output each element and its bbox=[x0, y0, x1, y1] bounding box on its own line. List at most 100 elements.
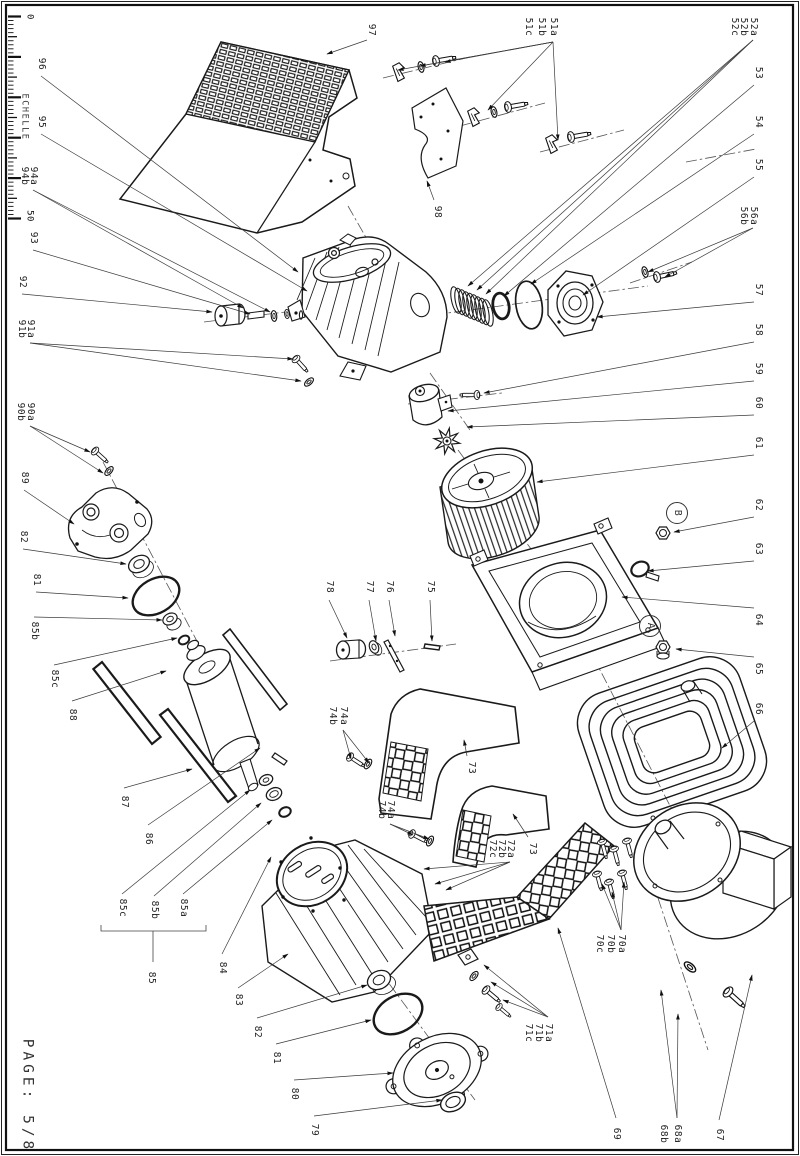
bar-76 bbox=[383, 639, 405, 673]
callout-54: 54 bbox=[752, 115, 764, 129]
fan-coupling-60 bbox=[431, 425, 463, 457]
callout-51b: 51b bbox=[535, 17, 547, 37]
callout-71a: 71a bbox=[542, 1023, 554, 1043]
callout-98: 98 bbox=[431, 205, 443, 219]
callout-68b: 68b bbox=[657, 1124, 669, 1144]
vanes-87 bbox=[91, 627, 289, 804]
callout-82: 82 bbox=[17, 530, 29, 544]
pin-75 bbox=[423, 643, 441, 651]
callout-73: 73 bbox=[465, 761, 477, 775]
view-marker-circle-A bbox=[639, 615, 661, 637]
callout-85b: 85b bbox=[28, 621, 40, 641]
callout-92: 92 bbox=[16, 275, 28, 289]
callout-64: 64 bbox=[752, 613, 764, 627]
callout-71c: 71c bbox=[522, 1023, 534, 1043]
callout-71b: 71b bbox=[532, 1023, 544, 1043]
roller-78 bbox=[335, 639, 367, 660]
cooling-coil-66 bbox=[576, 656, 768, 828]
callout-77: 77 bbox=[363, 580, 375, 594]
callout-67: 67 bbox=[713, 1128, 725, 1142]
callout-68a: 68a bbox=[671, 1124, 683, 1144]
callout-80: 80 bbox=[288, 1087, 300, 1101]
callout-85c: 85c bbox=[48, 669, 60, 689]
nut-65 bbox=[655, 640, 671, 660]
fan-housing-64 bbox=[469, 517, 667, 691]
callout-74a: 74a bbox=[337, 706, 349, 726]
scale-ruler bbox=[8, 15, 21, 220]
callout-53: 53 bbox=[752, 66, 764, 80]
callout-86: 86 bbox=[142, 832, 154, 846]
nut-62 bbox=[655, 526, 671, 540]
callout-75: 75 bbox=[424, 580, 436, 594]
callout-89: 89 bbox=[18, 471, 30, 485]
callout-52a: 52a bbox=[747, 17, 759, 37]
page-number: PAGE: 5/8 bbox=[19, 1038, 36, 1154]
callout-51a: 51a bbox=[547, 17, 559, 37]
piston-rings-52 bbox=[450, 286, 494, 327]
callout-72c: 72c bbox=[486, 839, 498, 859]
view-marker-A: A bbox=[645, 622, 656, 630]
callout-70b: 70b bbox=[604, 934, 616, 954]
blower-wheel-61 bbox=[439, 447, 540, 560]
callout-65: 65 bbox=[752, 662, 764, 676]
callout-83: 83 bbox=[232, 993, 244, 1007]
callout-90a: 90a bbox=[24, 402, 36, 422]
callout-85b: 85b bbox=[148, 900, 160, 920]
callout-95: 95 bbox=[35, 115, 47, 129]
callout-84: 84 bbox=[216, 961, 228, 975]
callout-85a: 85a bbox=[177, 898, 189, 918]
gasket-plate-98 bbox=[411, 87, 464, 179]
screws-71 bbox=[457, 948, 514, 1021]
callout-59: 59 bbox=[752, 362, 764, 376]
scale-title: ECHELLE bbox=[19, 93, 30, 141]
callout-78: 78 bbox=[323, 580, 335, 594]
callout-87: 87 bbox=[118, 795, 130, 809]
rotor-88 bbox=[183, 639, 260, 792]
callout-56a: 56a bbox=[747, 206, 759, 226]
cover-73-2 bbox=[452, 785, 550, 868]
callout-94b: 94b bbox=[18, 166, 30, 186]
callout-63: 63 bbox=[752, 542, 764, 556]
bearing-82-upper bbox=[127, 554, 154, 579]
piston-59 bbox=[408, 383, 453, 426]
ruler-start-number: 0 bbox=[24, 14, 35, 20]
gasket-84 bbox=[275, 840, 349, 908]
callout-93: 93 bbox=[27, 231, 39, 245]
o-ring-81-upper bbox=[131, 575, 181, 617]
callout-81: 81 bbox=[30, 573, 42, 587]
bushing-85b bbox=[162, 612, 182, 631]
callout-74b: 74b bbox=[375, 800, 387, 820]
callout-96: 96 bbox=[35, 57, 47, 71]
leader-lines bbox=[21, 39, 755, 1121]
cover-part-97 bbox=[118, 41, 358, 234]
base-grille-69 bbox=[423, 821, 616, 963]
bearing-82-lower bbox=[366, 969, 396, 996]
callout-97: 97 bbox=[365, 23, 377, 37]
o-ring-54 bbox=[514, 280, 544, 330]
o-ring-81-lower bbox=[372, 992, 424, 1036]
eyebolt-63 bbox=[630, 560, 660, 582]
callout-57: 57 bbox=[752, 283, 764, 297]
callout-70c: 70c bbox=[593, 934, 605, 954]
callout-51c: 51c bbox=[522, 17, 534, 37]
parts-85a bbox=[258, 752, 292, 818]
bearing-79 bbox=[439, 1091, 467, 1113]
callout-62: 62 bbox=[752, 498, 764, 512]
callout-74b: 74b bbox=[326, 706, 338, 726]
callout-70a: 70a bbox=[615, 934, 627, 954]
coil-stub-tube bbox=[680, 680, 703, 703]
pump-body-83 bbox=[261, 836, 434, 1003]
end-cover-80 bbox=[385, 1032, 489, 1108]
seal-ring-53 bbox=[491, 291, 511, 321]
callout-73: 73 bbox=[526, 842, 538, 856]
view-marker-circle-B bbox=[666, 502, 688, 524]
callout-81: 81 bbox=[270, 1051, 282, 1065]
callout-61: 61 bbox=[752, 436, 764, 450]
motor-67 bbox=[633, 802, 793, 940]
callout-52c: 52c bbox=[728, 17, 740, 37]
cover-73-1 bbox=[378, 688, 520, 820]
callout-91b: 91b bbox=[15, 319, 27, 339]
